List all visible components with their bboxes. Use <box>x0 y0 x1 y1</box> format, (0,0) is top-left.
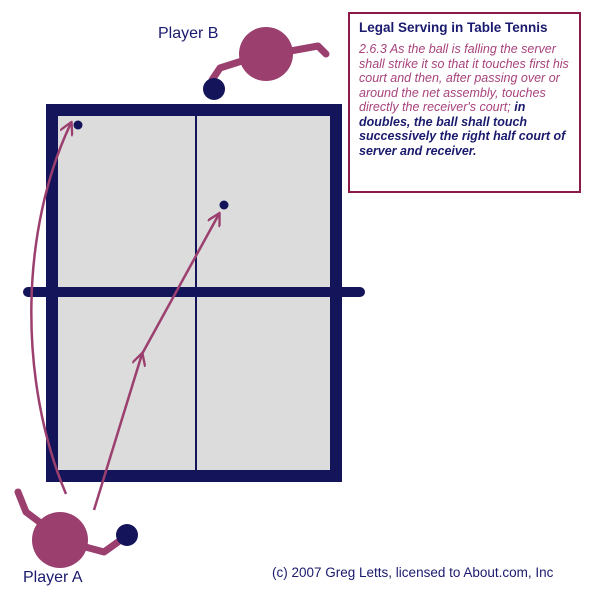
singles-serve-segment-2 <box>140 214 219 355</box>
player-a-arm-left <box>14 488 46 528</box>
rule-main-text: As the ball is falling the server shall … <box>359 42 569 114</box>
long-serve-arc <box>30 123 71 495</box>
player-a-label: Player A <box>23 569 83 586</box>
table <box>23 104 365 482</box>
singles-serve-path <box>92 200 229 511</box>
rule-box: Legal Serving in Table Tennis 2.6.3 As t… <box>348 12 581 193</box>
rule-text: 2.6.3 As the ball is falling the server … <box>359 42 571 158</box>
rule-number: 2.6.3 <box>359 42 387 56</box>
player-b <box>203 27 330 100</box>
player-b-arm-right <box>281 42 330 58</box>
rule-title: Legal Serving in Table Tennis <box>359 20 548 35</box>
singles-serve-segment-1 <box>92 354 142 511</box>
player-b-label: Player B <box>158 25 219 42</box>
long-serve-path <box>30 120 83 495</box>
player-a-paddle <box>116 524 138 546</box>
player-b-arm-left <box>208 56 249 84</box>
player-b-paddle <box>203 78 225 100</box>
copyright-notice: (c) 2007 Greg Letts, licensed to About.c… <box>272 565 554 580</box>
player-a-head <box>32 512 88 568</box>
player-b-head <box>239 27 293 81</box>
rule-doubles-text: in doubles, the ball shall touch success… <box>359 100 566 158</box>
player-a <box>14 488 138 568</box>
singles-bounce-mark <box>219 200 229 210</box>
long-bounce-mark <box>73 120 83 130</box>
